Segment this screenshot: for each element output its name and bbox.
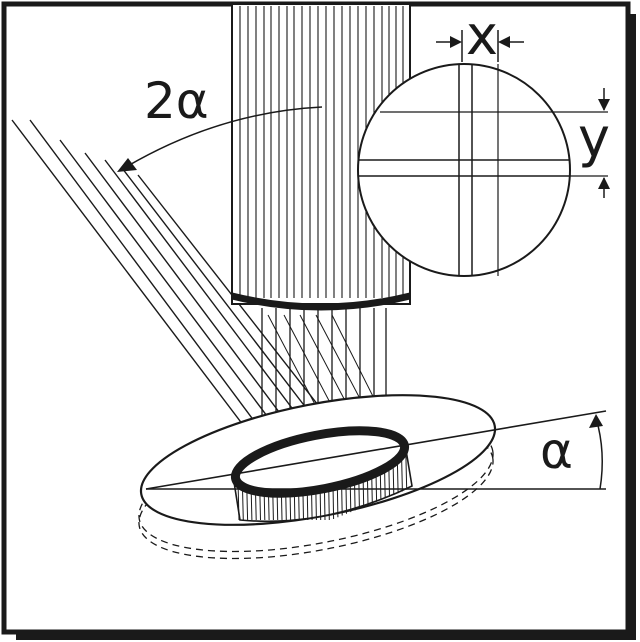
alpha-label: α: [540, 422, 573, 480]
y-arrow-up-icon: [598, 177, 610, 189]
tilted-reference: [145, 410, 607, 490]
x-arrow-right-icon: [498, 36, 510, 48]
y-label: y: [578, 106, 610, 169]
sample-plane-dashed-2: [138, 424, 494, 560]
sample-plane-dashed: [138, 417, 494, 553]
two-alpha-arc: [125, 106, 323, 168]
two-alpha-arrow-icon: [117, 158, 137, 172]
magnified-inset: [357, 63, 608, 277]
x-label: x: [466, 4, 498, 67]
alpha-arrow-icon: [589, 414, 603, 428]
y-arrow-down-icon: [598, 99, 610, 111]
x-arrow-left-icon: [450, 36, 462, 48]
column: [231, 3, 411, 311]
two-alpha-label: 2α: [144, 72, 209, 130]
